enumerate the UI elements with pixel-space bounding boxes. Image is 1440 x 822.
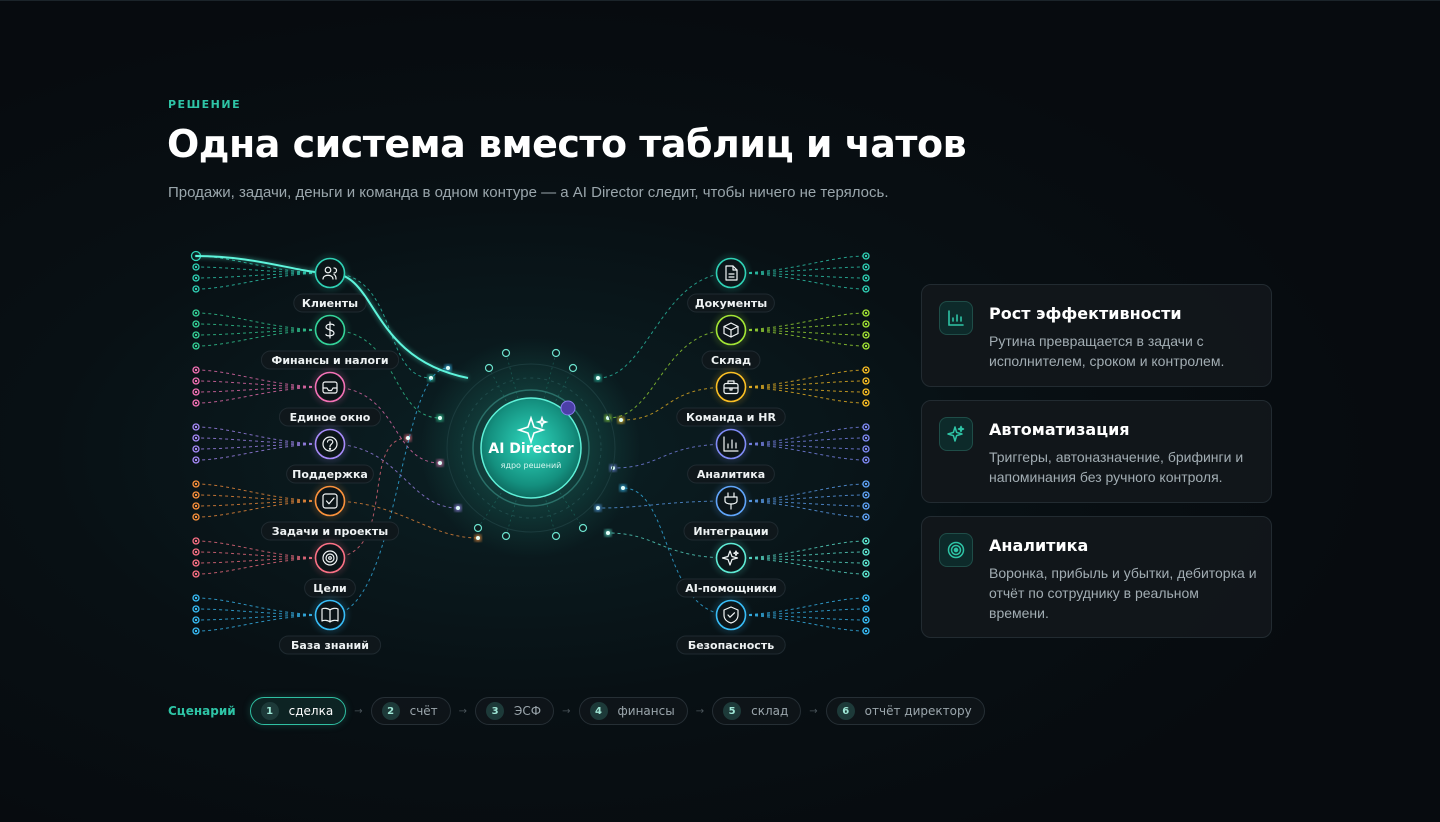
module-label: База знаний: [291, 639, 369, 652]
document-icon: [725, 265, 738, 281]
top-divider: [0, 0, 1440, 1]
feature-desc: Рутина превращается в задачи с исполните…: [989, 333, 1225, 369]
step-number: 2: [381, 702, 400, 720]
module-node-inbox[interactable]: Единое окно: [278, 368, 382, 427]
scenario-bar: Сценарий 1 сделка → 2 счёт → 3 ЭСФ → 4 финан…: [168, 696, 985, 726]
target-icon: [939, 533, 973, 567]
scenario-step-4[interactable]: 4 финансы: [578, 697, 688, 725]
book-icon: [321, 607, 339, 623]
module-label: Единое окно: [290, 411, 371, 424]
arrow-right-icon: →: [354, 705, 363, 717]
inbox-icon: [322, 381, 338, 394]
module-label: Аналитика: [697, 468, 765, 481]
module-node-dollar[interactable]: Финансы и налоги: [260, 311, 400, 370]
step-label: финансы: [617, 704, 675, 718]
feature-card-analytics: Аналитика Воронка, прибыль и убытки, деб…: [921, 516, 1272, 638]
module-node-users[interactable]: Клиенты: [293, 254, 367, 313]
page-subtitle: Продажи, задачи, деньги и команда в одно…: [168, 184, 889, 201]
checkbox-icon: [322, 493, 338, 509]
box-icon: [723, 322, 739, 338]
scenario-label: Сценарий: [168, 704, 236, 718]
module-node-help[interactable]: Поддержка: [286, 425, 374, 484]
feature-desc: Воронка, прибыль и убытки, дебиторка и о…: [989, 565, 1257, 621]
arrow-right-icon: →: [695, 705, 705, 717]
hub-core: [480, 397, 582, 499]
page-title: Одна система вместо таблиц и чатов: [167, 122, 967, 166]
module-label: Склад: [711, 354, 751, 367]
help-icon: [322, 436, 338, 452]
hub-title: AI Director: [488, 441, 573, 457]
module-label: Интеграции: [693, 525, 768, 538]
hub-dashed-ring: [460, 377, 602, 519]
step-number: 3: [486, 702, 505, 720]
module-node-box[interactable]: Склад: [701, 311, 761, 370]
module-label: Задачи и проекты: [272, 525, 389, 538]
arrow-right-icon: →: [458, 705, 468, 717]
scenario-step-1[interactable]: 1 сделка: [249, 697, 347, 725]
step-label: ЭСФ: [514, 704, 542, 718]
feature-title: Рост эффективности: [989, 304, 1182, 323]
feature-cards: Рост эффективности Рутина превращается в…: [921, 284, 1272, 651]
sparkle-icon: [939, 417, 973, 451]
sparkle-icon: [721, 550, 739, 566]
module-label: Безопасность: [688, 639, 774, 652]
step-label: счёт: [409, 704, 438, 718]
module-node-target[interactable]: Цели: [304, 539, 356, 598]
dollar-icon: [325, 321, 335, 339]
step-label: склад: [751, 704, 789, 718]
step-label: сделка: [288, 704, 334, 718]
arrow-right-icon: →: [562, 705, 571, 717]
module-label: Команда и HR: [686, 411, 776, 424]
scenario-step-6[interactable]: 6 отчёт директору: [825, 697, 985, 725]
module-node-bar-chart[interactable]: Аналитика: [687, 425, 775, 484]
module-node-document[interactable]: Документы: [687, 254, 775, 313]
module-node-briefcase[interactable]: Команда и HR: [676, 368, 786, 427]
module-node-shield[interactable]: Безопасность: [676, 596, 786, 655]
hub-badge: [560, 400, 576, 416]
step-number: 5: [723, 702, 742, 720]
scenario-step-3[interactable]: 3 ЭСФ: [475, 697, 555, 725]
module-node-plug[interactable]: Интеграции: [683, 482, 779, 541]
module-node-sparkle[interactable]: AI-помощники: [676, 539, 786, 598]
sparkle-icon: [516, 415, 549, 445]
module-diagram: AI Director ядро решений КлиентыФинансы …: [190, 250, 870, 655]
module-label: AI-помощники: [685, 582, 777, 595]
module-node-book[interactable]: База знаний: [278, 596, 382, 655]
module-node-checkbox[interactable]: Задачи и проекты: [260, 482, 400, 541]
feature-desc: Триггеры, автоназначение, брифинги и нап…: [989, 449, 1244, 485]
module-label: Поддержка: [292, 468, 368, 481]
target-icon: [322, 550, 338, 566]
ai-director-hub[interactable]: AI Director ядро решений: [421, 338, 641, 558]
scenario-step-2[interactable]: 2 счёт: [370, 697, 451, 725]
hub-subtitle: ядро решений: [501, 461, 562, 470]
step-number: 6: [836, 702, 855, 720]
feature-card-efficiency: Рост эффективности Рутина превращается в…: [921, 284, 1272, 387]
hub-outer-ring: [446, 363, 616, 533]
plug-icon: [724, 492, 738, 510]
step-label: отчёт директору: [864, 704, 972, 718]
bar-chart-icon: [723, 436, 739, 452]
module-label: Цели: [313, 582, 346, 595]
step-number: 1: [260, 702, 279, 720]
section-eyebrow: РЕШЕНИЕ: [168, 98, 242, 111]
module-label: Документы: [695, 297, 767, 310]
hub-inner-ring: [472, 389, 590, 507]
feature-title: Автоматизация: [989, 420, 1130, 439]
feature-card-automation: Автоматизация Триггеры, автоназначение, …: [921, 400, 1272, 503]
briefcase-icon: [723, 380, 739, 395]
shield-icon: [723, 606, 739, 624]
feature-title: Аналитика: [989, 536, 1089, 555]
module-label: Финансы и налоги: [271, 354, 388, 367]
bar-chart-icon: [939, 301, 973, 335]
step-number: 4: [589, 702, 608, 720]
module-label: Клиенты: [302, 297, 358, 310]
arrow-right-icon: →: [809, 705, 818, 717]
users-icon: [322, 266, 338, 280]
scenario-step-5[interactable]: 5 склад: [712, 697, 802, 725]
